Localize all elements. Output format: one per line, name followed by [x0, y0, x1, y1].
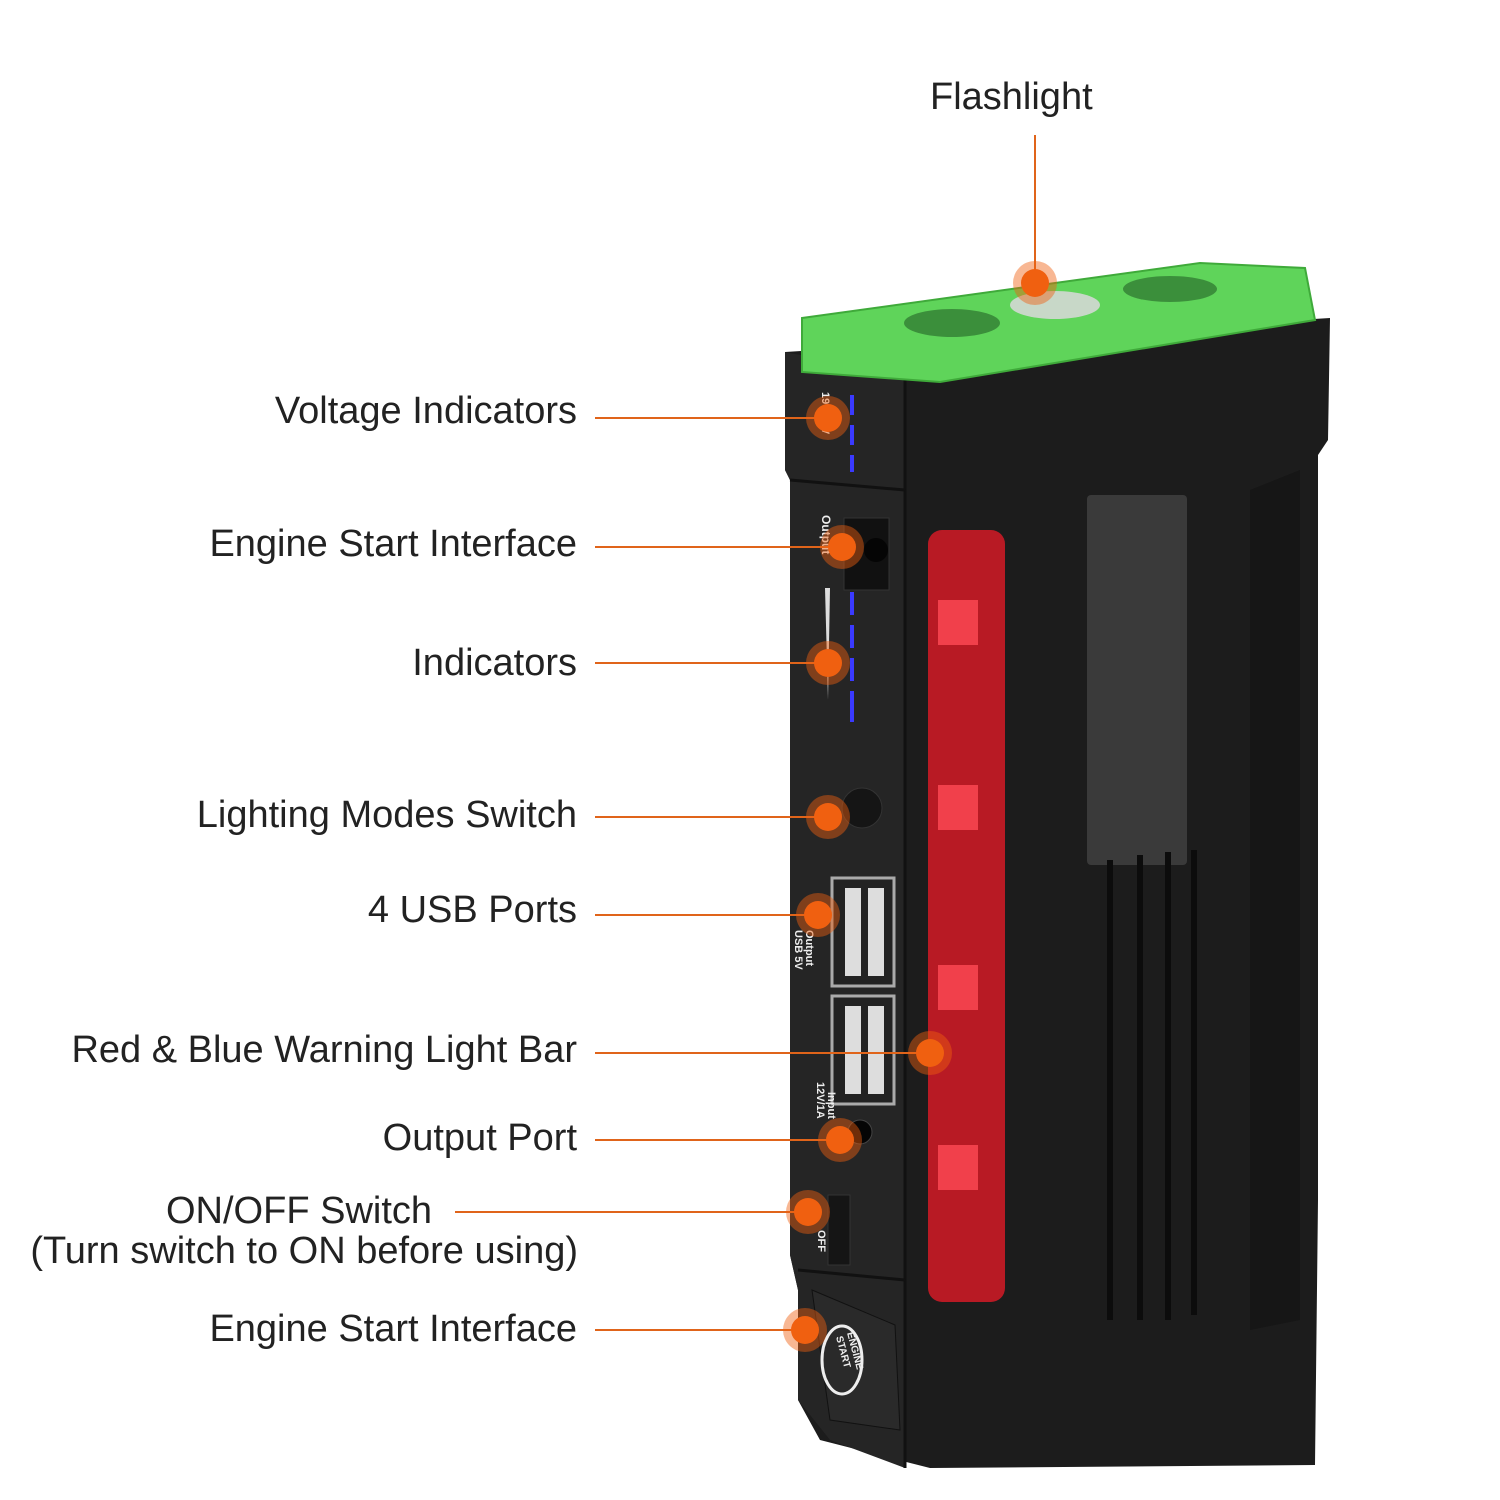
input-marking-1: Input [825, 1092, 837, 1119]
label-flashlight: Flashlight [930, 76, 1093, 118]
lighting-mode-button [841, 787, 883, 829]
dot-lighting [806, 795, 850, 839]
label-on-off-note: (Turn switch to ON before using) [30, 1230, 578, 1272]
power-switch [827, 1194, 851, 1266]
display-window [1087, 495, 1187, 865]
input-marking-2: 12V/1A [814, 1082, 826, 1119]
dot-engine-top [820, 525, 864, 569]
usb-ports [830, 876, 896, 1106]
off-marking: OFF [815, 1230, 827, 1252]
dot-voltage [806, 396, 850, 440]
label-on-off-switch: ON/OFF Switch [166, 1190, 433, 1232]
label-voltage-indicators: Voltage Indicators [274, 390, 577, 432]
dot-engine-bottom [783, 1308, 827, 1352]
label-usb-ports: 4 USB Ports [367, 889, 577, 931]
dot-flashlight [1013, 261, 1057, 305]
callout-lines [455, 135, 1036, 1331]
label-indicators: Indicators [412, 642, 577, 684]
dot-indicators [806, 641, 850, 685]
grip-grooves [1107, 850, 1197, 1320]
flashlight-lens-2 [1010, 291, 1100, 319]
dot-onoff [786, 1190, 830, 1234]
dot-lightbar [908, 1031, 952, 1075]
callout-dots [783, 261, 1057, 1352]
label-lighting-modes-switch: Lighting Modes Switch [196, 794, 577, 836]
label-output-port: Output Port [382, 1117, 577, 1159]
dot-output [818, 1118, 862, 1162]
warning-light-bar [928, 530, 1005, 1302]
label-engine-start-interface-bottom: Engine Start Interface [209, 1308, 577, 1350]
side-grip [1250, 470, 1300, 1330]
flashlight-lens-1 [904, 309, 1000, 337]
usb-marking-1: Output [803, 930, 815, 966]
label-engine-start-interface-top: Engine Start Interface [209, 523, 577, 565]
dot-usb [796, 893, 840, 937]
usb-marking-2: USB 5V [792, 930, 804, 970]
label-warning-light-bar: Red & Blue Warning Light Bar [71, 1029, 577, 1071]
light-bar-leds [938, 600, 978, 1190]
flashlight-lens-3 [1123, 276, 1217, 302]
